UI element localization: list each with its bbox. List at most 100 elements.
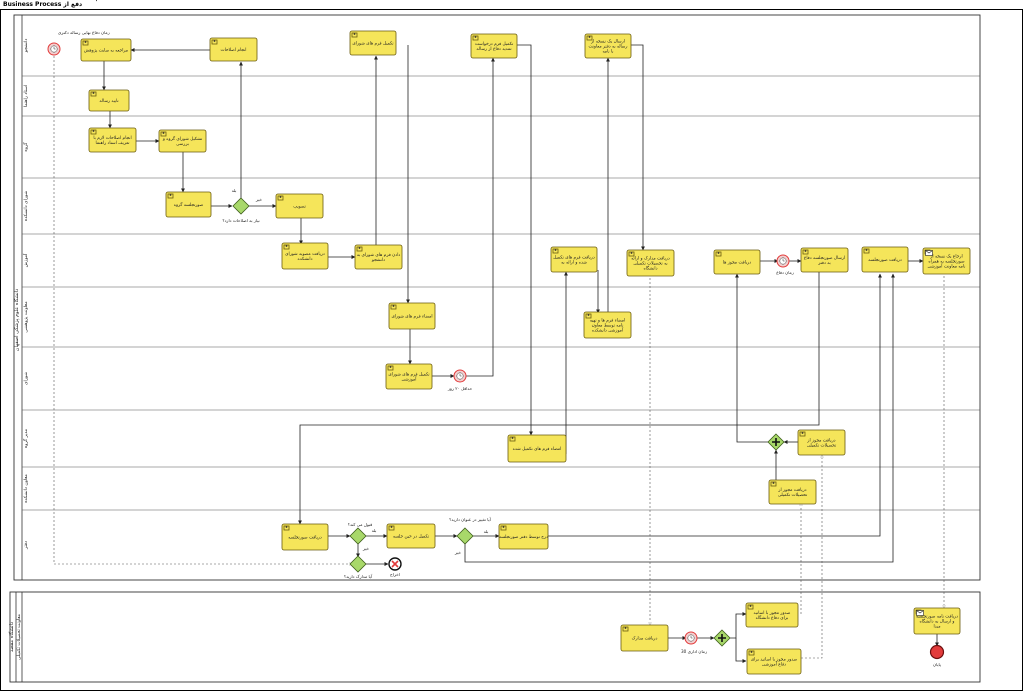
task-t27[interactable]: درج توسط دفتر صورتجلسه	[498, 523, 549, 550]
task-label: تکمیل فرم های شورای	[352, 41, 394, 47]
exclusive-gateway-gw2[interactable]	[349, 527, 367, 545]
exclusive-gateway-gw3[interactable]	[349, 555, 367, 573]
task-t15[interactable]: دریافت مجوز ها	[713, 249, 761, 275]
gateways	[232, 197, 785, 647]
task-label: به دفتر	[817, 261, 831, 266]
message-flows	[53, 56, 944, 659]
message-event[interactable]	[925, 250, 933, 256]
message-event-2[interactable]	[916, 610, 924, 616]
intermediate-timer-event-2[interactable]	[776, 254, 790, 268]
exclusive-gateway-gw4[interactable]	[456, 527, 474, 545]
task-t9[interactable]: صورتجلسه گروه	[165, 191, 212, 218]
task-label: دریافت نامه صورتجلسه	[916, 615, 958, 620]
task-t25[interactable]: دریافت صورتجلسه	[281, 523, 329, 551]
user-task-icon	[283, 525, 290, 531]
user-task-icon	[863, 248, 870, 254]
user-task-icon	[715, 251, 722, 257]
task-t22[interactable]: امضاء فرم های تکمیل شده	[507, 434, 567, 463]
task-label: بررسی	[176, 142, 189, 147]
label-gw1-yes: بله	[232, 188, 237, 193]
events	[47, 42, 945, 660]
task-t2[interactable]: انجام اصلاحات	[209, 37, 258, 62]
task-t28[interactable]: دریافت مدارک	[620, 624, 669, 652]
user-task-icon	[277, 195, 284, 201]
task-label: دادن فرم های شورای به	[357, 253, 401, 258]
parallel-gateway-gw6[interactable]	[713, 629, 731, 647]
user-task-icon	[390, 304, 397, 310]
task-label: تشکیل شورای گروه و	[162, 136, 203, 142]
task-label: آموزشی دانشکده	[592, 328, 624, 334]
exclusive-gateway-gw1[interactable]	[232, 197, 250, 215]
task-label: دریافت مدارک و ارائه	[631, 256, 670, 262]
user-task-icon	[356, 246, 363, 252]
window-title: Business Process دفع از	[3, 1, 83, 8]
label-gw3-q: آیا تغییر در عنوان دارید؟	[449, 517, 491, 522]
task-label: انجام اصلاحات لازم با	[93, 136, 131, 141]
task-label: آموزشی	[402, 377, 418, 383]
task-label: دفاع آموزشی	[762, 662, 786, 668]
user-task-icon	[387, 365, 394, 371]
task-t10[interactable]: تصویب	[275, 193, 324, 219]
cross-icon	[391, 560, 399, 568]
lane-label: شورای	[24, 372, 29, 385]
task-label: تعریف استاد راهنما	[96, 141, 131, 146]
task-label: رساله به دفتر معاونت	[588, 45, 627, 50]
reject-end-event[interactable]	[388, 557, 402, 571]
task-label: تکمیل فرم های شورای	[388, 372, 430, 378]
task-label: ارجاع یک نسخه از	[929, 254, 962, 260]
user-task-icon	[748, 650, 755, 656]
end-event[interactable]	[929, 644, 945, 660]
task-label: دانشگاه	[643, 266, 657, 272]
user-task-icon	[351, 32, 358, 38]
task-label: تکمیل فرم درخواست	[475, 41, 514, 47]
intermediate-timer-event[interactable]	[453, 369, 467, 383]
start-timer-event[interactable]	[47, 42, 61, 56]
parallel-gateway-gw5[interactable]	[767, 433, 785, 451]
task-label: دریافت مدارک	[632, 636, 658, 642]
task-label: انجام اصلاحات	[221, 48, 247, 53]
task-t6[interactable]: تایید رساله	[88, 89, 130, 112]
label-ev-timer3: زمان اداری 30	[681, 649, 707, 654]
sequence-flows	[102, 44, 939, 663]
label-gw2-yes: بله	[372, 528, 377, 533]
user-task-icon	[770, 481, 777, 487]
diagram-frame	[0, 9, 1023, 691]
lane-label: آموزش	[23, 253, 29, 267]
task-label: درج توسط دفتر صورتجلسه	[499, 535, 548, 540]
task-t1[interactable]: مراجعه به سایت پژوهش	[80, 38, 132, 62]
task-label: صدور مجوز با اساتید برای	[751, 658, 798, 663]
task-label: امضاء فرم های شورای	[391, 315, 432, 320]
label-gw1-q: نیاز به اصلاحات دارد؟	[222, 218, 259, 223]
lane-external-label: معاونت تحصیلات تکمیلی	[16, 613, 22, 660]
pool-external: دانشگاه مقصد معاونت تحصیلات تکمیلی	[8, 591, 981, 683]
intermediate-timer-event-3[interactable]	[684, 631, 698, 645]
task-t19[interactable]: امضاء فرم های شورای	[388, 302, 436, 330]
task-label: با نامه	[603, 50, 614, 55]
user-task-icon	[283, 244, 290, 250]
task-t26[interactable]: تکمیل در حین جلسه	[386, 523, 436, 549]
label-gw1-no: خیر	[255, 197, 263, 202]
task-t3[interactable]: تکمیل فرم های شورای	[349, 30, 397, 56]
user-task-icon	[90, 91, 97, 97]
label-ev-reject: اخراج	[390, 572, 400, 577]
task-label: نامه توسط معاون	[592, 324, 624, 329]
task-t17[interactable]: دریافت صورتجلسه	[861, 246, 909, 273]
label-gw3-no: خیر	[454, 550, 462, 555]
